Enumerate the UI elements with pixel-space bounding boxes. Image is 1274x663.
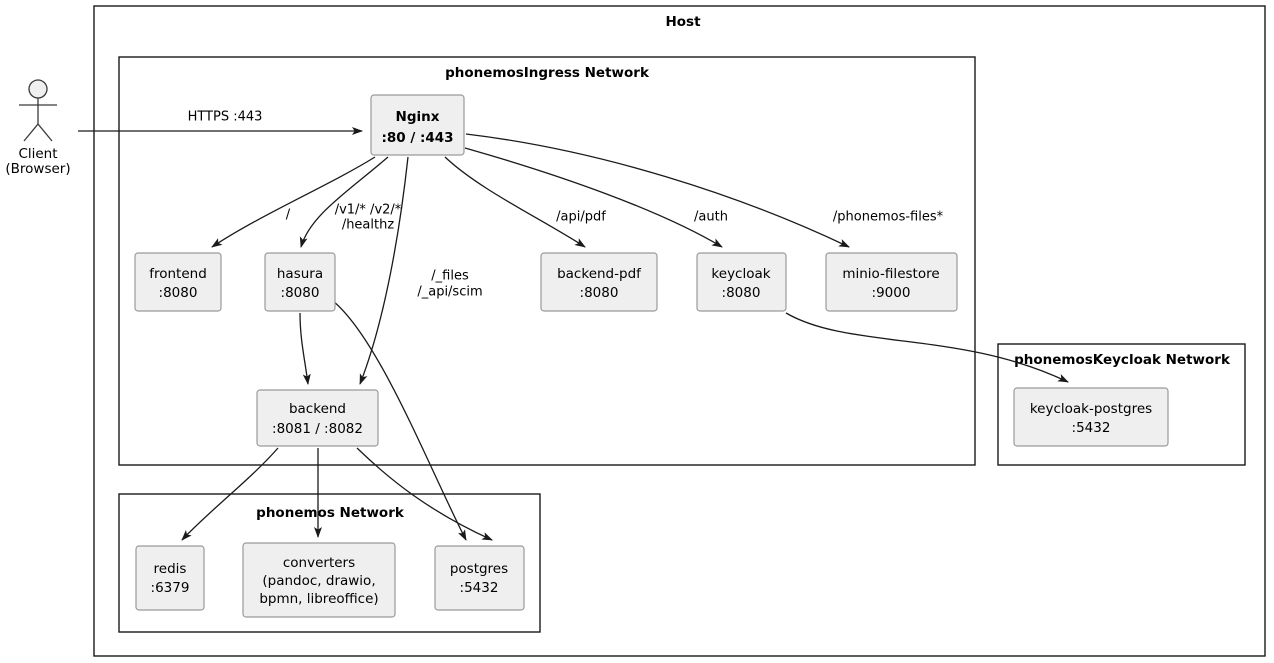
keycloak-frame-title: phonemosKeycloak Network [1014,352,1231,368]
node-hasura-label: hasura [277,266,323,282]
node-backend-pdf-ports: :8080 [580,285,619,301]
phonemos-frame-border [118,493,541,633]
node-postgres-ports: :5432 [460,580,499,596]
edge-label-auth: /auth [694,210,728,225]
edge-nginx-to-backend [359,156,409,385]
node-backend-ports: :8081 / :8082 [272,421,363,437]
node-minio-label: minio-filestore [842,266,939,282]
node-nginx-box[interactable] [370,94,465,156]
edge-label-healthz: /healthz [342,218,395,233]
edge-nginx-to-frontend [211,156,376,248]
edge-labels-group: HTTPS :443 / /v1/* /v2/* /healthz /_file… [188,110,944,300]
node-nginx-ports: :80 / :443 [381,130,453,146]
node-keycloak-postgres[interactable]: keycloak-postgres :5432 [1013,387,1169,447]
edge-label-root: / [286,208,291,223]
actor-label-line1: Client [18,146,57,162]
edges-group [78,127,1069,541]
node-postgres[interactable]: postgres :5432 [434,545,525,611]
actor-right-leg-line [37,123,53,142]
node-keycloak-postgres-box[interactable] [1013,387,1169,447]
node-backend[interactable]: backend :8081 / :8082 [256,389,379,447]
node-minio-filestore[interactable]: minio-filestore :9000 [825,252,958,312]
host-frame-title: Host [665,14,701,30]
node-frontend-ports: :8080 [159,285,198,301]
edge-nginx-to-keycloak [464,147,723,248]
node-redis-label: redis [154,561,187,577]
phonemos-frame-title: phonemos Network [256,505,405,521]
keycloak-frame-border [997,343,1246,466]
node-keycloak-postgres-label: keycloak-postgres [1030,401,1152,417]
node-frontend-label: frontend [149,266,207,282]
edge-nginx-to-hasura [299,156,389,248]
node-backend-pdf[interactable]: backend-pdf :8080 [540,252,658,312]
node-converters-label: converters [283,555,355,571]
actor-head-icon [28,79,48,99]
node-minio-ports: :9000 [872,285,911,301]
edge-label-v1-v2: /v1/* /v2/* [335,203,402,218]
node-keycloak-ports: :8080 [722,285,761,301]
node-converters-list-line1: (pandoc, drawio, [262,573,375,589]
edge-label-phonemos-files: /phonemos-files* [833,210,944,225]
node-hasura[interactable]: hasura :8080 [264,252,336,312]
node-postgres-box[interactable] [434,545,525,611]
edge-label-files: /_files [431,269,469,284]
edge-label-https: HTTPS :443 [188,110,263,125]
client-actor: Client (Browser) [5,79,71,177]
edge-hasura-to-postgres [332,300,467,541]
host-frame-border [93,5,1266,657]
node-nginx-label: Nginx [396,109,440,125]
edge-hasura-to-backend [299,312,311,385]
node-keycloak[interactable]: keycloak :8080 [696,252,787,312]
frame-keycloak-network: phonemosKeycloak Network [997,343,1246,466]
ingress-frame-title: phonemosIngress Network [445,65,650,81]
node-keycloak-postgres-ports: :5432 [1072,420,1111,436]
node-backend-pdf-box[interactable] [540,252,658,312]
node-converters-box[interactable] [242,542,396,618]
frame-ingress-network: phonemosIngress Network [118,56,976,466]
node-converters[interactable]: converters (pandoc, drawio, bpmn, libreo… [242,542,396,618]
edge-keycloak-to-keycloak-postgres [785,312,1069,383]
edge-label-api-pdf: /api/pdf [556,210,606,225]
node-converters-list-line2: bpmn, libreoffice) [259,591,378,607]
node-postgres-label: postgres [450,561,508,577]
node-backend-box[interactable] [256,389,379,447]
node-frontend-box[interactable] [134,252,222,312]
frame-host: Host [93,5,1266,657]
ingress-frame-border [118,56,976,466]
node-keycloak-label: keycloak [711,266,770,282]
node-redis[interactable]: redis :6379 [135,545,205,611]
node-hasura-ports: :8080 [281,285,320,301]
node-backend-label: backend [289,401,346,417]
actor-label-line2: (Browser) [5,161,70,177]
node-nginx[interactable]: Nginx :80 / :443 [370,94,465,156]
node-hasura-box[interactable] [264,252,336,312]
edge-backend-to-postgres [356,447,493,541]
frame-phonemos-network: phonemos Network [118,493,541,633]
edge-label-api-scim: /_api/scim [417,285,482,300]
edge-backend-to-redis [181,447,279,541]
node-backend-pdf-label: backend-pdf [557,266,642,282]
node-redis-ports: :6379 [151,580,190,596]
node-minio-box[interactable] [825,252,958,312]
edge-nginx-to-backend-pdf [444,156,586,248]
actor-left-leg-line [23,123,39,142]
edge-nginx-to-minio [465,133,850,248]
node-frontend[interactable]: frontend :8080 [134,252,222,312]
node-redis-box[interactable] [135,545,205,611]
node-keycloak-box[interactable] [696,252,787,312]
